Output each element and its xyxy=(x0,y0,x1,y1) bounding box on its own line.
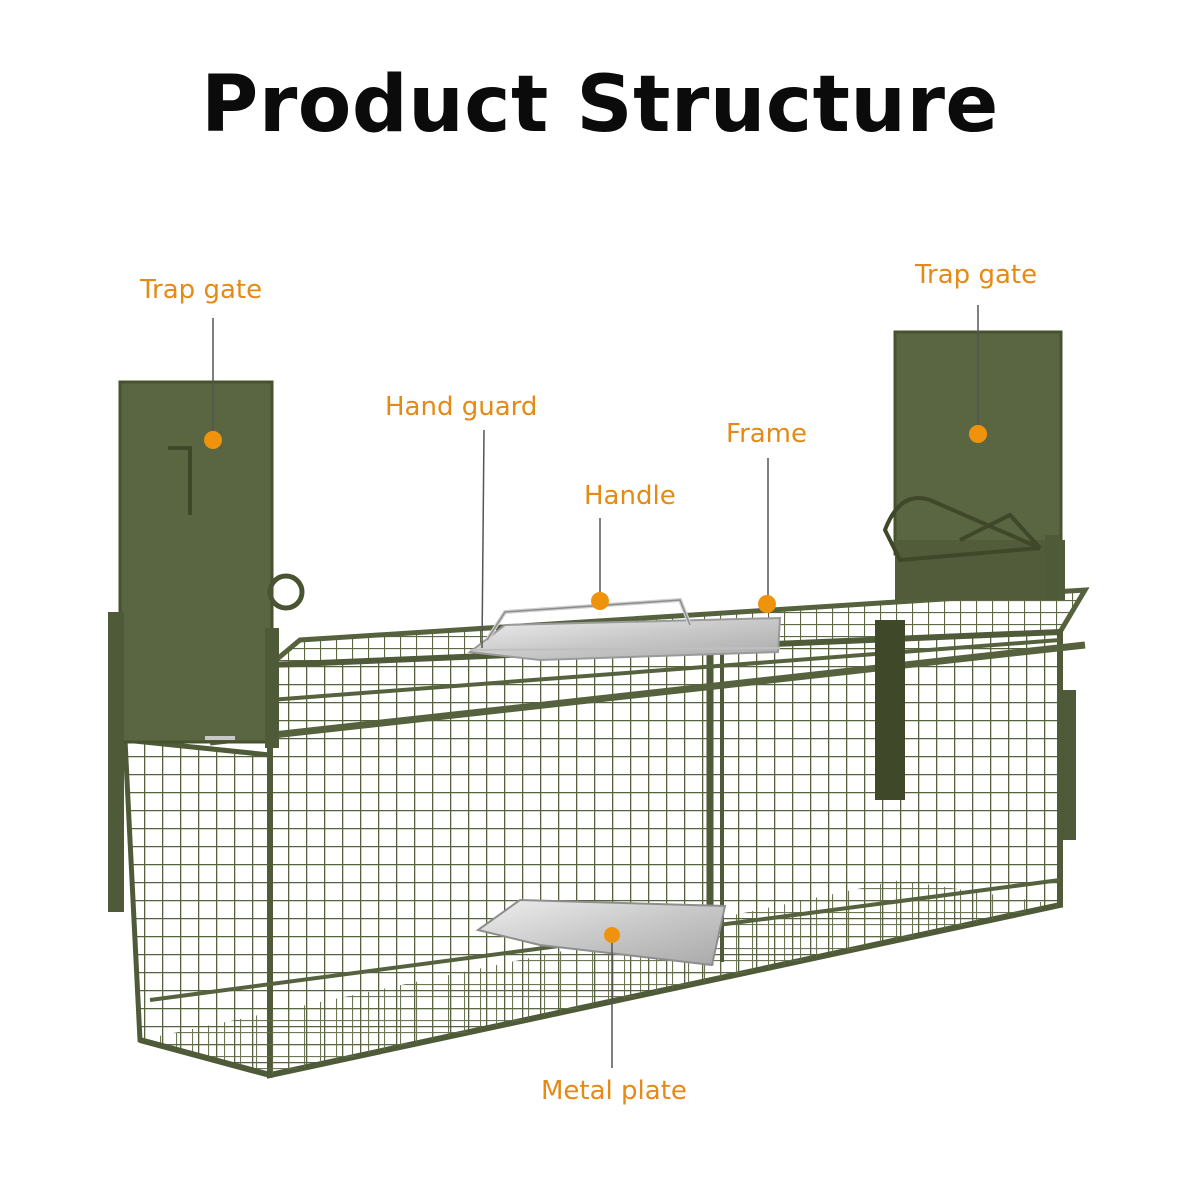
trap-floor xyxy=(139,880,1060,1078)
frame-dot xyxy=(758,595,776,613)
callout-dots xyxy=(204,425,987,943)
handle-dot xyxy=(591,592,609,610)
left-trap-gate xyxy=(108,380,305,912)
page-title: Product Structure xyxy=(201,60,999,150)
handle-label: Handle xyxy=(584,481,676,511)
trap-gate-right-dot xyxy=(969,425,987,443)
trap-gate-left-label: Trap gate xyxy=(140,275,263,305)
frame-label: Frame xyxy=(726,419,808,449)
trap-gate-left-dot xyxy=(204,431,222,449)
trap-gate-right-label: Trap gate xyxy=(915,260,1038,290)
metal-plate-label: Metal plate xyxy=(541,1076,687,1106)
callout-leader-lines xyxy=(212,305,979,1068)
handle-wire xyxy=(485,597,692,642)
metal-plate-dot xyxy=(604,927,620,943)
hand-guard-label: Hand guard xyxy=(385,392,538,422)
hand-guard-plate xyxy=(467,616,782,662)
metal-plate xyxy=(475,898,727,967)
